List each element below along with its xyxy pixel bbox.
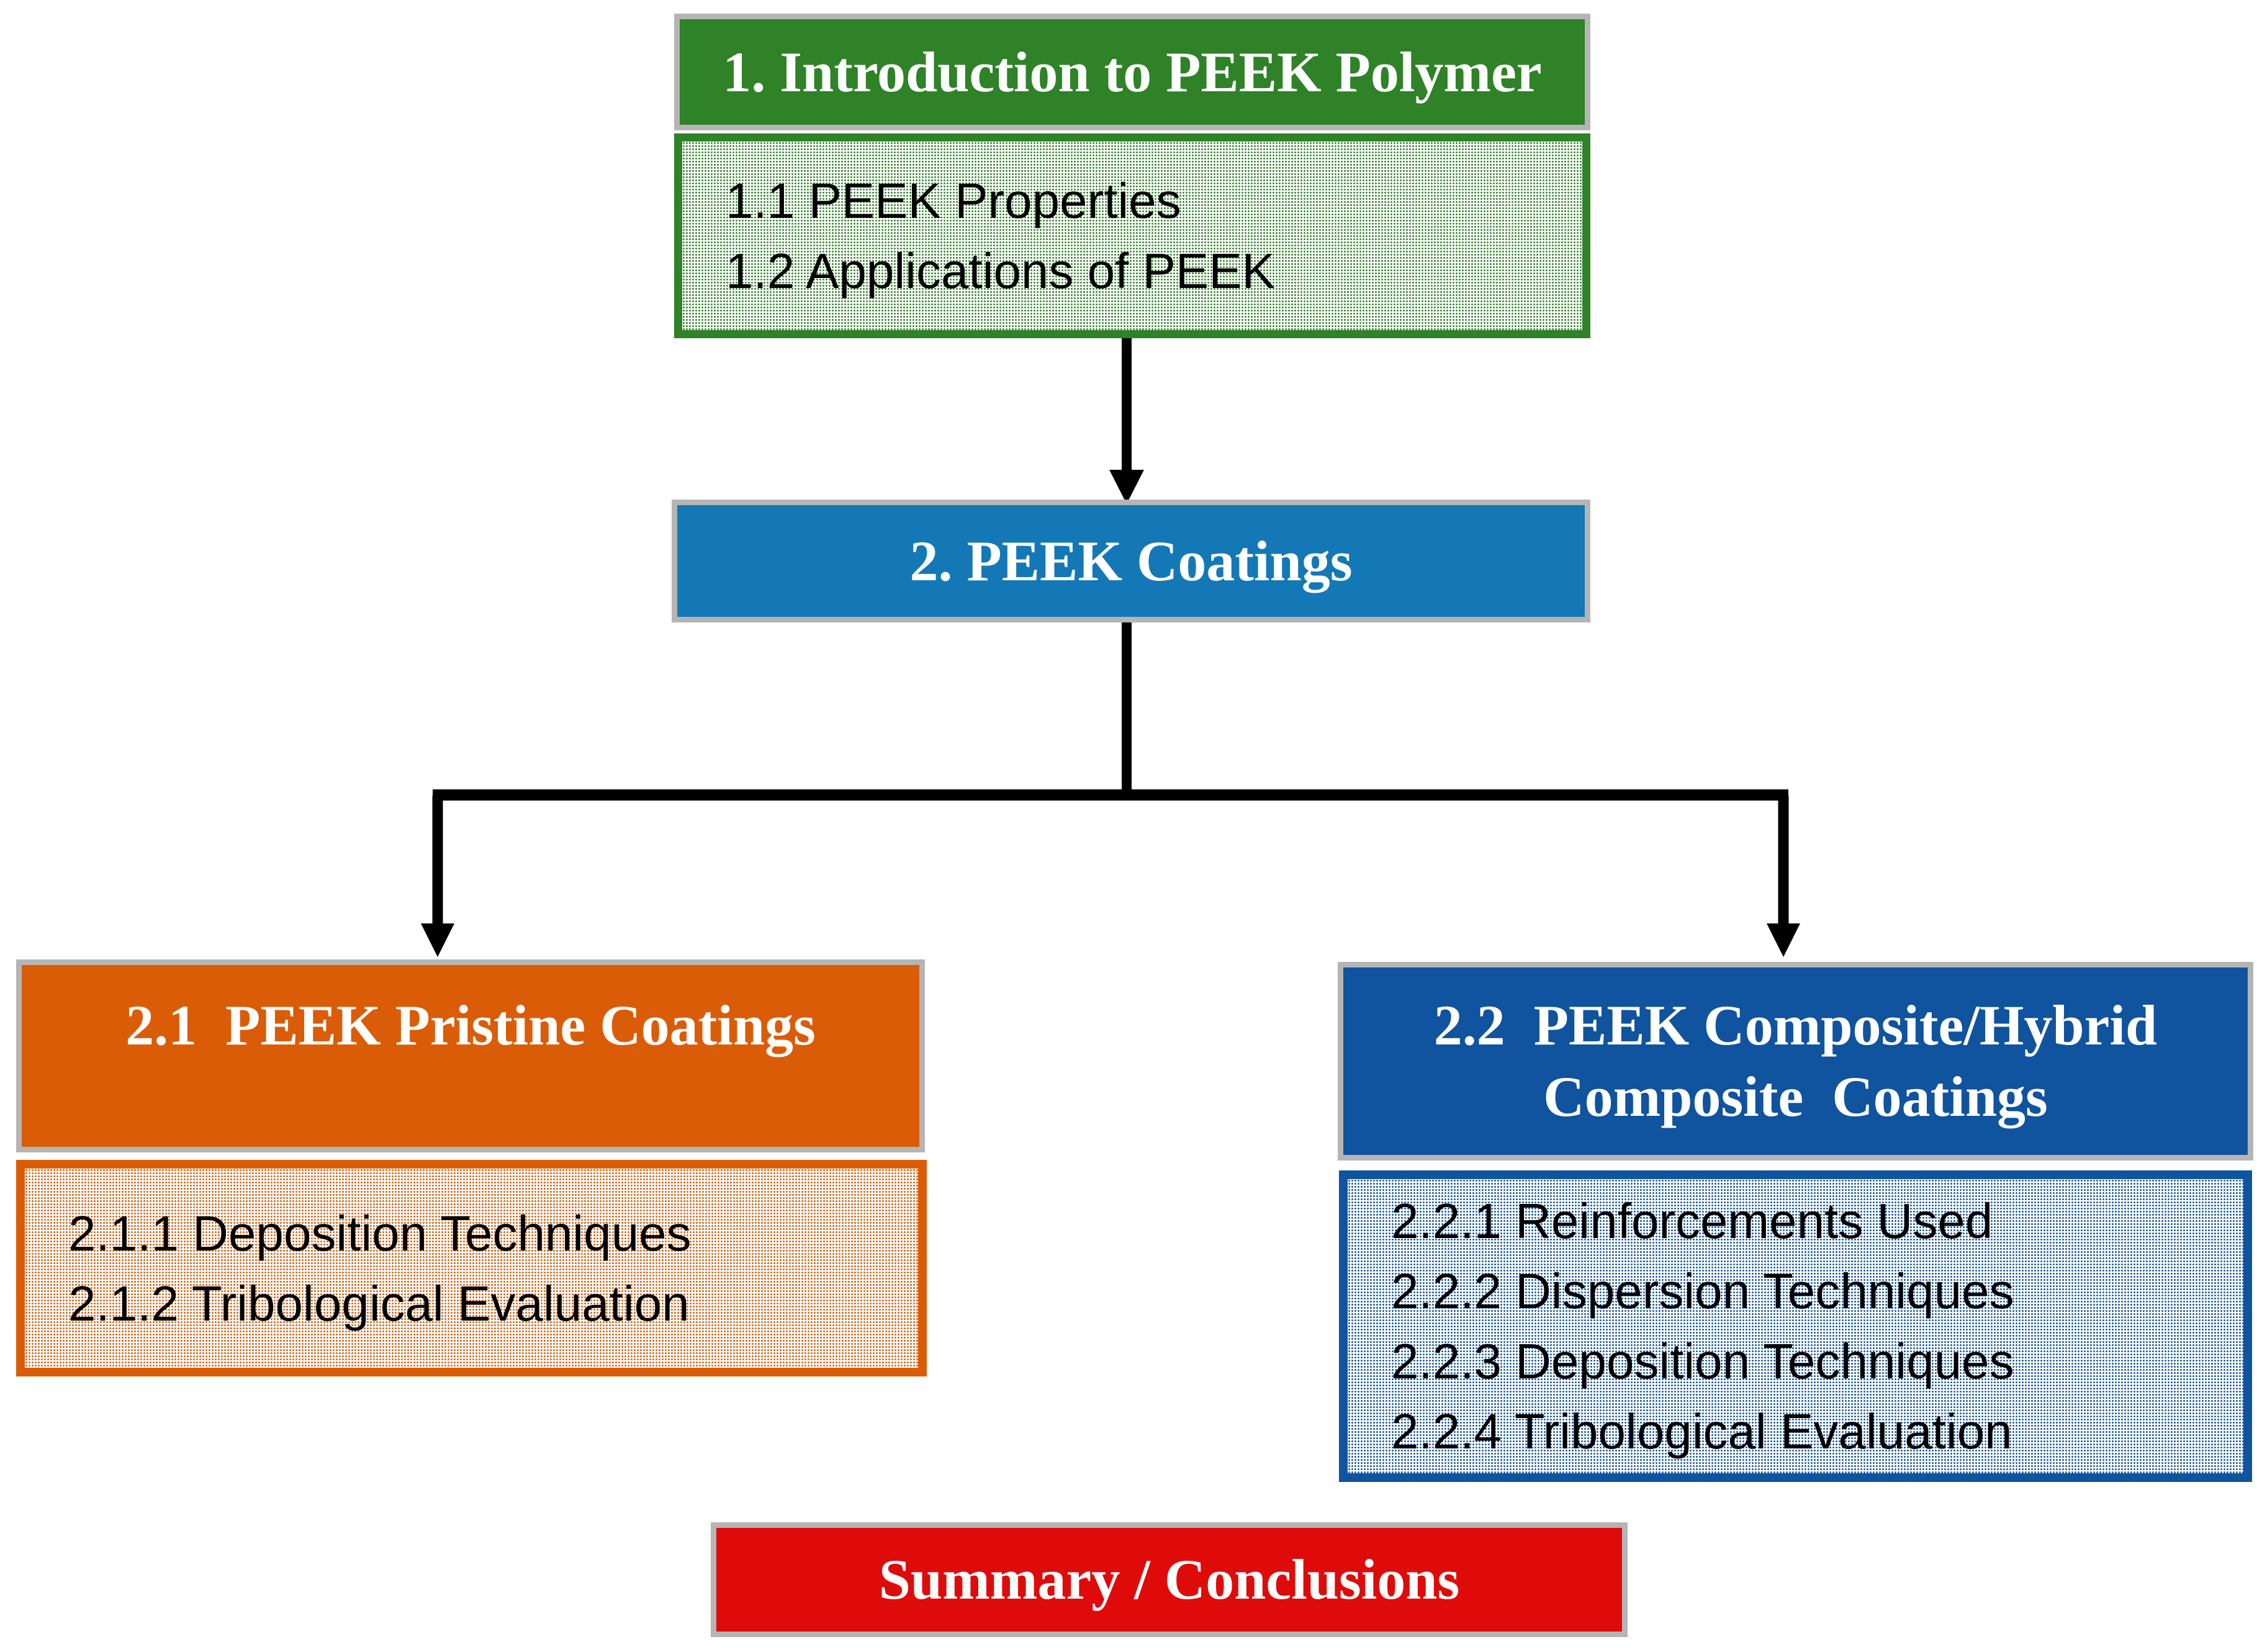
node-intro-header: 1. Introduction to PEEK Polymer — [674, 14, 1590, 130]
arrow-to-pristine-head — [421, 923, 454, 957]
node-summary-title: Summary / Conclusions — [878, 1548, 1460, 1611]
node-pristine-title: 2.1 PEEK Pristine Coatings — [125, 994, 816, 1057]
outline-item: 1.2 Applications of PEEK — [726, 243, 1275, 299]
outline-item: 1.1 PEEK Properties — [726, 173, 1181, 228]
node-coatings-title: 2. PEEK Coatings — [909, 529, 1353, 593]
arrow-to-composite-head — [1767, 923, 1800, 957]
outline-item: 2.1.1 Deposition Techniques — [68, 1205, 692, 1261]
outline-item: 2.2.2 Dispersion Techniques — [1391, 1264, 2014, 1319]
branch-bar — [433, 789, 1788, 801]
node-intro-title: 1. Introduction to PEEK Polymer — [723, 40, 1542, 104]
outline-item: 2.2.4 Tribological Evaluation — [1391, 1404, 2012, 1459]
node-coatings-header: 2. PEEK Coatings — [672, 500, 1590, 622]
node-intro-subsections: 1.1 PEEK Properties 1.2 Applications of … — [674, 133, 1590, 338]
node-composite-title: 2.2 PEEK Composite/Hybrid Composite Coat… — [1433, 994, 2158, 1128]
node-composite-header: 2.2 PEEK Composite/Hybrid Composite Coat… — [1338, 962, 2253, 1160]
arrow-intro-to-coatings-head — [1109, 470, 1144, 504]
node-summary-header: Summary / Conclusions — [711, 1522, 1628, 1637]
outline-item: 2.2.3 Deposition Techniques — [1391, 1334, 2014, 1389]
outline-item: 2.2.1 Reinforcements Used — [1391, 1193, 1993, 1249]
outline-item: 2.1.2 Tribological Evaluation — [68, 1275, 690, 1331]
node-pristine-header: 2.1 PEEK Pristine Coatings — [16, 959, 925, 1152]
node-composite-subsections: 2.2.1 Reinforcements Used 2.2.2 Dispersi… — [1339, 1170, 2252, 1482]
node-pristine-subsections: 2.1.1 Deposition Techniques 2.1.2 Tribol… — [16, 1160, 927, 1376]
